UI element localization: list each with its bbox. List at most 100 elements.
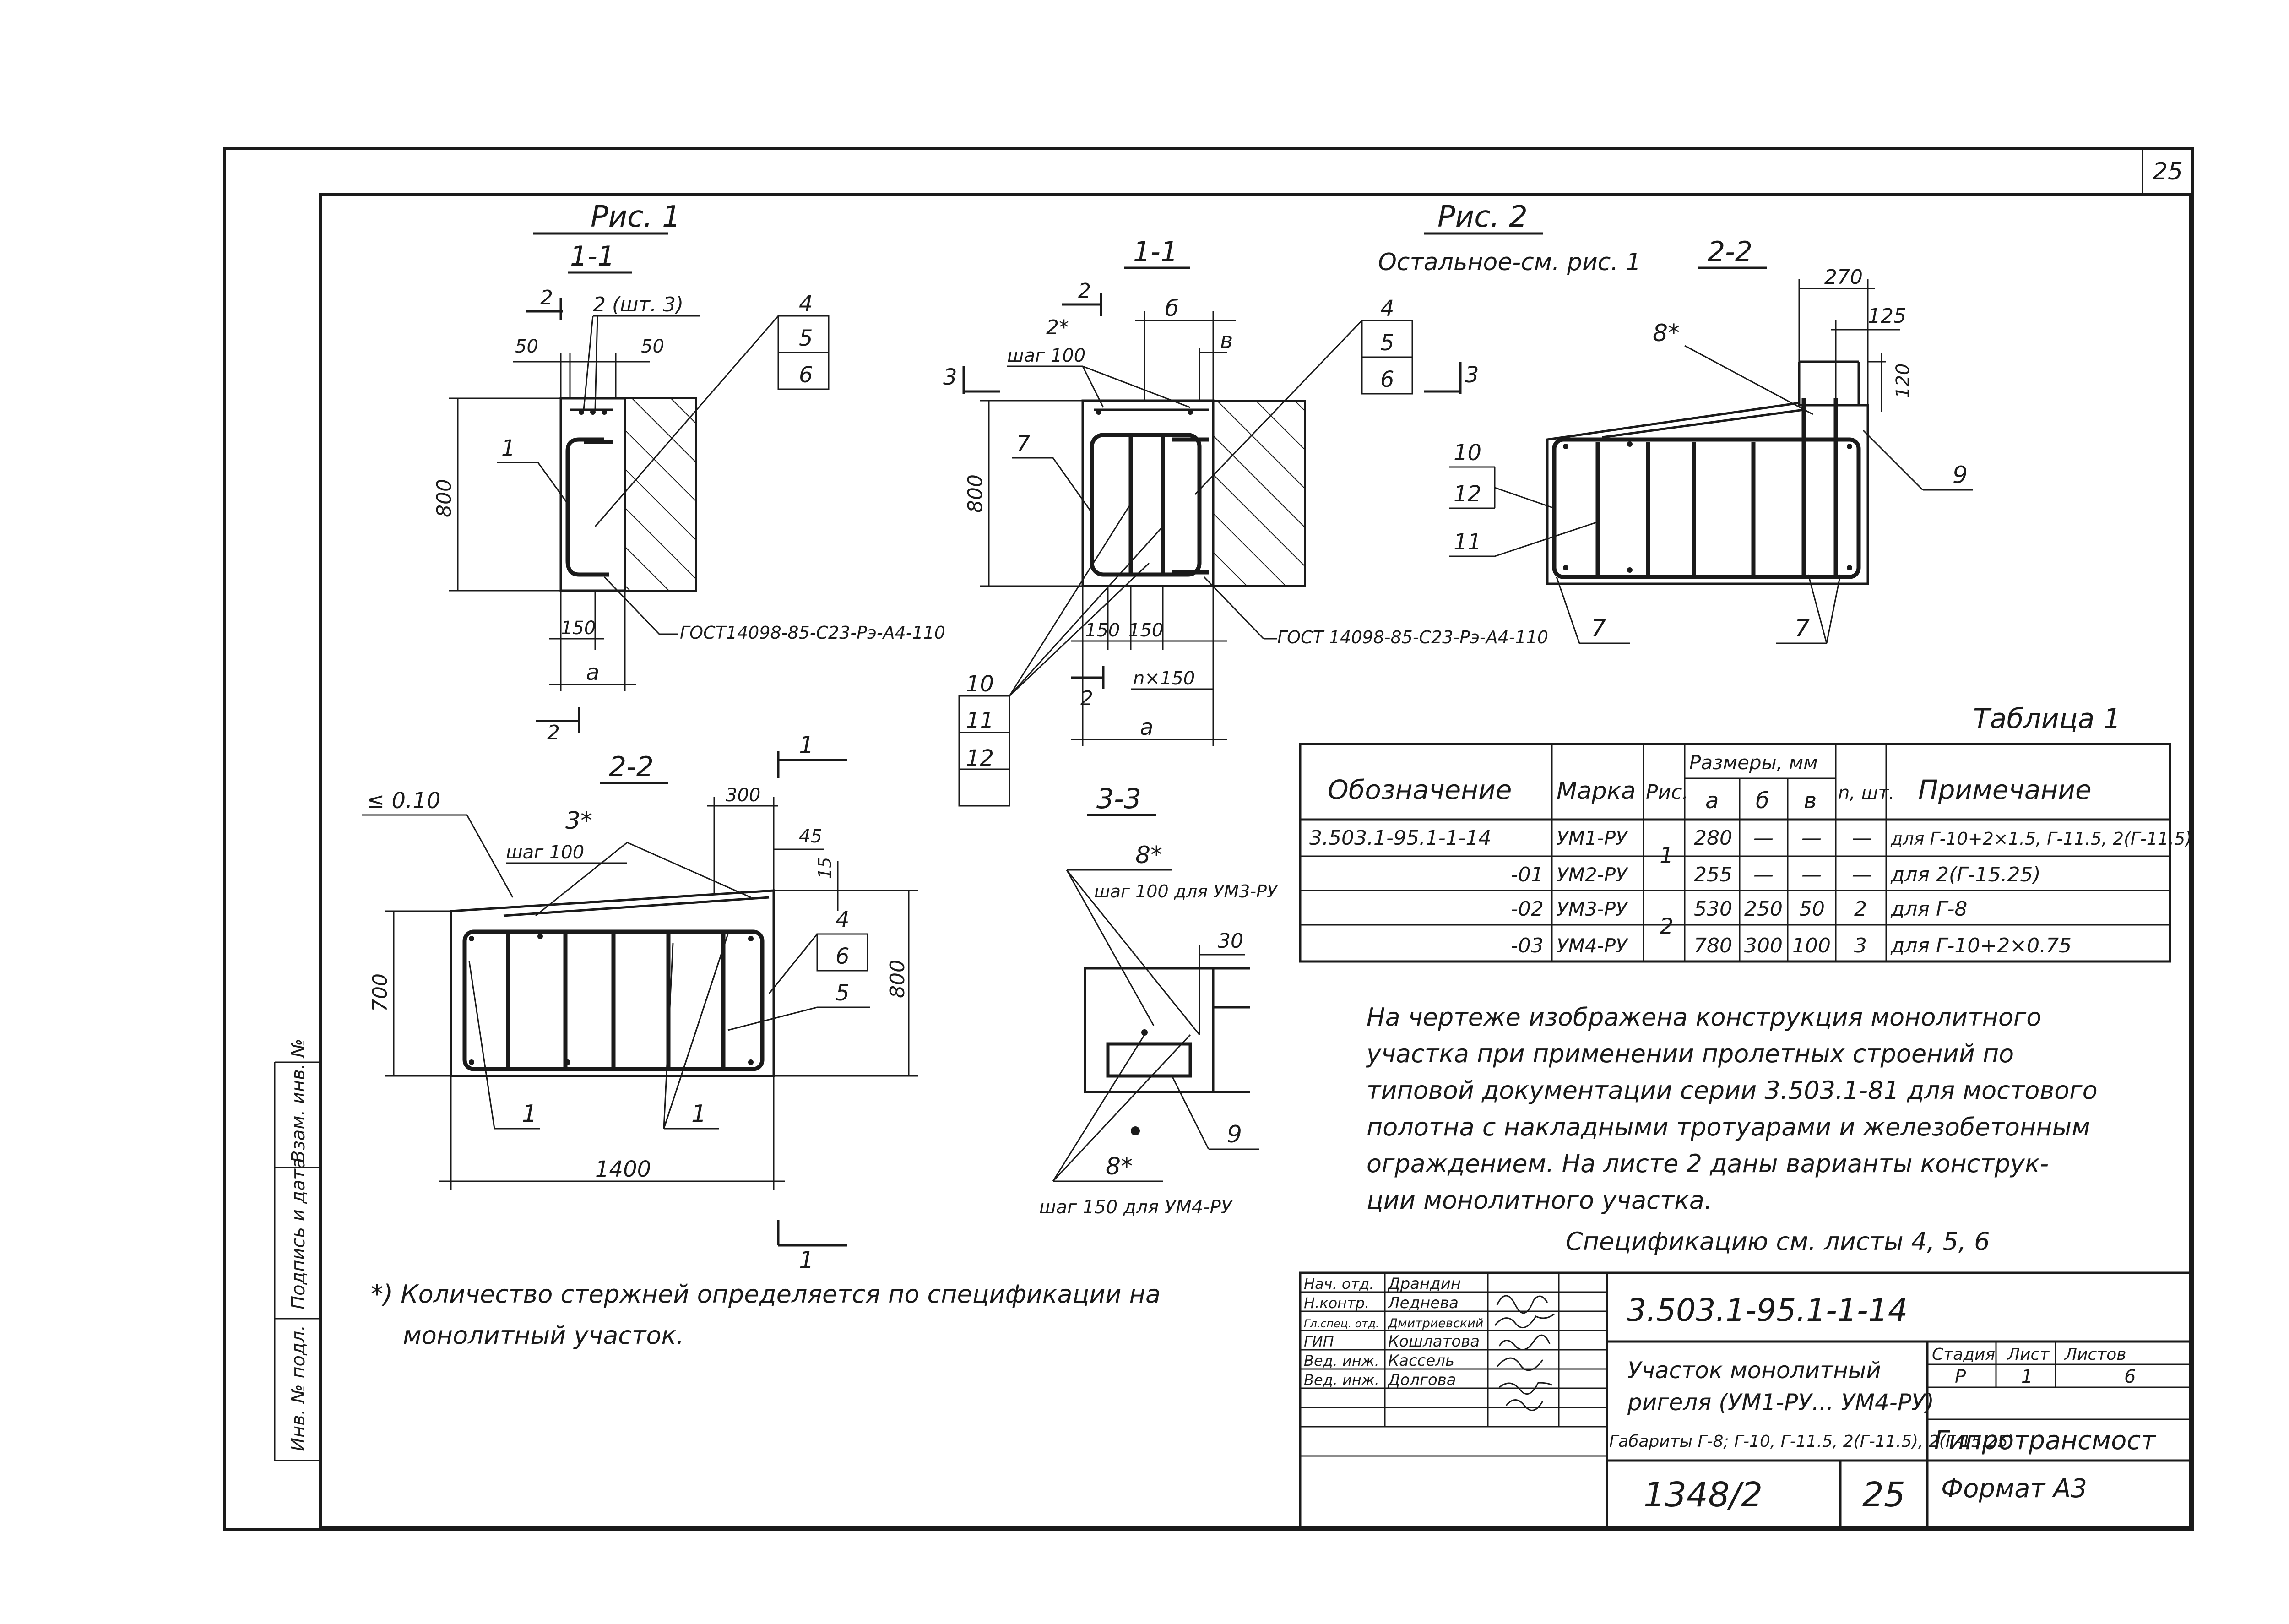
fig2-dim-800: 800: [964, 474, 987, 513]
sec33-concrete: [1084, 967, 1215, 1093]
cell-v: 50: [1799, 897, 1825, 921]
sec22-bottom-pos-1-b: 1: [691, 1100, 706, 1128]
cell-b: —: [1753, 826, 1774, 850]
sec22-bottom-dim-800: 800: [886, 960, 909, 998]
cell-b: —: [1753, 863, 1774, 886]
sec22-bottom-step-100: шаг 100: [506, 842, 584, 863]
sec33-dim-30: 30: [1218, 929, 1243, 953]
fig2-pos-7: 7: [1016, 431, 1031, 456]
fig2-section-1-1: Рис. 2 Остальное-см. рис. 1 1-1 800 3 3 …: [943, 200, 1641, 807]
tb-stage-h: Стадия: [1932, 1345, 1995, 1364]
fig1-dim-50-left: 50: [515, 336, 538, 357]
sec22-bottom-callout-4: 4: [835, 907, 850, 933]
fig1-dim-a: а: [586, 660, 599, 685]
cell-fig-1: 1: [1660, 843, 1674, 869]
tb-person: Кассель: [1388, 1352, 1454, 1370]
cell-note: для 2(Г-15.25): [1890, 863, 2041, 886]
th-sizes: Размеры, мм: [1689, 751, 1818, 774]
sec22-bottom-dim-1400: 1400: [595, 1157, 651, 1182]
fig2-concrete: [1081, 399, 1215, 587]
title-block: 3.503.1-95.1-1-14 Участок монолитный риг…: [1299, 1271, 2192, 1528]
cell-a: 280: [1694, 826, 1732, 850]
th-mark: Марка: [1557, 777, 1636, 805]
th-a: а: [1705, 788, 1719, 814]
tb-name-line-2: ригеля (УМ1-РУ... УМ4-РУ): [1627, 1389, 1934, 1416]
sec22-bottom-dim-45: 45: [799, 826, 822, 847]
fig2-callout-12: 12: [966, 745, 994, 771]
cell-mark: УМ3-РУ: [1557, 898, 1628, 920]
sec22-bottom-pos-1-a: 1: [522, 1100, 537, 1128]
sec22-bottom-slope: ≤ 0.10: [366, 788, 440, 814]
fig2-note: Остальное-см. рис. 1: [1378, 249, 1641, 276]
cell-fig-2: 2: [1660, 914, 1674, 940]
cell-note: для Г-10+2×1.5, Г-11.5, 2(Г-11.5): [1890, 829, 2192, 849]
footnote-line-2: монолитный участок.: [403, 1321, 684, 1350]
tb-role: Вед. инж.: [1304, 1352, 1379, 1369]
fig2-callout-10: 10: [966, 671, 994, 697]
list-item: Н.контр. Леднева: [1304, 1294, 1459, 1312]
note-spec: Спецификацию см. листы 4, 5, 6: [1566, 1227, 1990, 1256]
cell-designation: -01: [1511, 863, 1544, 886]
tb-sheets: 6: [2124, 1366, 2136, 1387]
cell-designation: -02: [1511, 897, 1544, 921]
sec33-pos-9: 9: [1227, 1121, 1242, 1148]
fig2-mark-3-right: 3: [1465, 362, 1479, 388]
left-margin-strip: Взам. инв. № Подпись и дата Инв. № подл.: [274, 1038, 320, 1461]
fig1-section-1-1: Рис. 1 1-1 800 50 50 2 2 (шт. 3): [433, 200, 945, 744]
fig2-dim-a: а: [1140, 715, 1153, 740]
table-row: -02 УМ3-РУ 530 250 50 2 для Г-8: [1511, 897, 1967, 921]
fig2-mark-3-left: 3: [943, 364, 957, 390]
sec22-top-dim-120: 120: [1893, 364, 1914, 398]
fig1-gost: ГОСТ14098-85-С23-Рэ-А4-110: [680, 623, 945, 643]
sec22-bottom-cage: [462, 929, 765, 1071]
fig1-rebar: [565, 437, 609, 577]
table-row: 3.503.1-95.1-1-14 УМ1-РУ 280 — — — для Г…: [1309, 826, 2192, 850]
sec22-top-outline: [1546, 402, 1869, 585]
fig2-hatched-beam: [1212, 400, 1306, 587]
tb-person: Дмитриевский: [1388, 1316, 1483, 1331]
sec22-bottom-dim-15: 15: [815, 857, 835, 879]
cell-v: —: [1801, 863, 1822, 886]
sec33-label: 3-3: [1096, 783, 1141, 815]
tb-role: Н.контр.: [1304, 1294, 1369, 1312]
cell-note: для Г-10+2×0.75: [1890, 934, 2072, 957]
cell-n: —: [1852, 826, 1872, 850]
fig1-mark-2-top: 2: [540, 286, 553, 310]
sec22-top-dim-125: 125: [1868, 304, 1906, 328]
cell-mark: УМ4-РУ: [1557, 934, 1628, 957]
fig2-dim-150-a: 150: [1085, 620, 1120, 641]
sec22-top-mark-8star: 8*: [1653, 320, 1680, 347]
tb-stage: Р: [1955, 1366, 1966, 1387]
notes-block: На чертеже изображена конструкция моноли…: [1366, 1003, 2098, 1256]
table-1: Таблица 1 Обозначение Марка Рис. Размеры…: [1299, 703, 2192, 963]
list-item: Вед. инж. Долгова: [1304, 1371, 1456, 1389]
th-v: в: [1804, 788, 1817, 814]
tb-sheet-h: Лист: [2007, 1345, 2050, 1364]
fig1-callout-4: 4: [799, 291, 813, 317]
table-row: -03 УМ4-РУ 780 300 100 3 для Г-10+2×0.75: [1511, 934, 2072, 957]
tb-frame-sheet: 25: [1862, 1475, 1905, 1515]
fig2-dim-150-b: 150: [1128, 620, 1163, 641]
th-designation: Обозначение: [1328, 774, 1512, 805]
cell-a: 255: [1694, 863, 1732, 886]
fig2-callout-5: 5: [1380, 330, 1394, 356]
cell-v: —: [1801, 826, 1822, 850]
sec22-bottom-cut-1-top: 1: [799, 732, 814, 759]
sec22-top-pos-7-right: 7: [1795, 615, 1810, 642]
tb-code: 3.503.1-95.1-1-14: [1627, 1293, 1908, 1329]
fig2-callout-4: 4: [1380, 296, 1394, 321]
note-line-2: участка при применении пролетных строени…: [1366, 1039, 2014, 1068]
fig2-mark-2-star: 2*: [1046, 316, 1069, 339]
list-item: Вед. инж. Кассель: [1304, 1352, 1454, 1370]
sec22-top-callout-10: 10: [1454, 440, 1481, 466]
fig1-dim-150: 150: [561, 618, 596, 639]
tb-sheets-h: Листов: [2064, 1345, 2126, 1364]
cell-v: 100: [1792, 934, 1831, 957]
th-note: Примечание: [1918, 774, 2092, 805]
cell-n: 2: [1854, 897, 1867, 921]
cell-note: для Г-8: [1890, 897, 1967, 921]
cell-n: —: [1852, 863, 1872, 886]
fig1-dim-50-right: 50: [641, 336, 664, 357]
sec33-step-um4: шаг 150 для УМ4-РУ: [1039, 1197, 1233, 1218]
